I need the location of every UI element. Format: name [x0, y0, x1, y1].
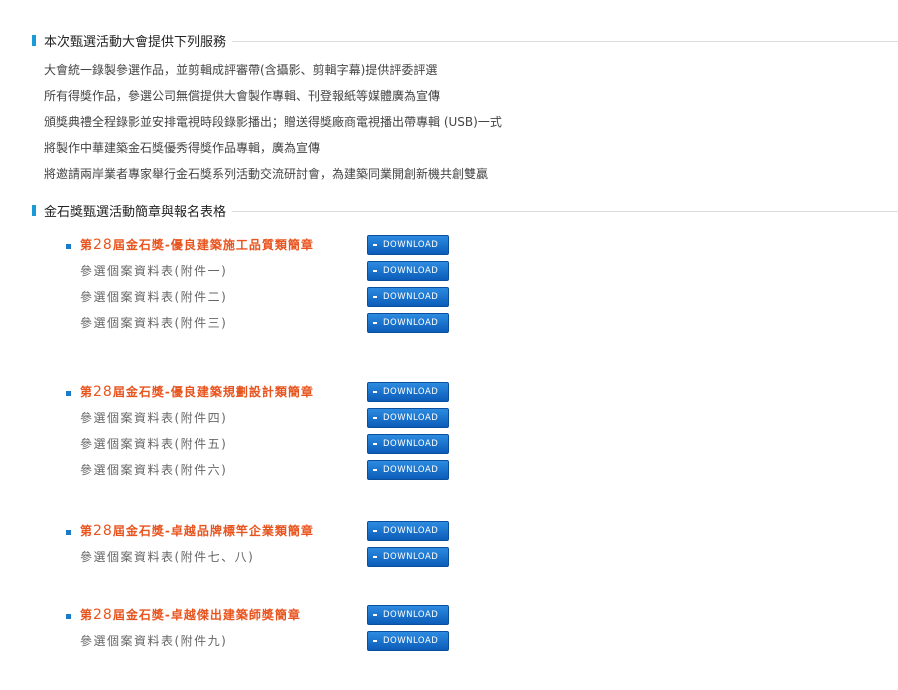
group-heading[interactable]: 第28屆金石獎-卓越品牌標竿企業類簡章	[80, 523, 314, 539]
group-heading-row: 第28屆金石獎-卓越品牌標竿企業類簡章 DOWNLOAD	[66, 521, 466, 547]
group-heading[interactable]: 第28屆金石獎-卓越傑出建築師獎簡章	[80, 607, 301, 623]
section-marker	[32, 204, 36, 216]
section-title: 本次甄選活動大會提供下列服務	[44, 34, 227, 50]
section-divider	[232, 211, 898, 212]
download-button[interactable]: DOWNLOAD	[367, 382, 449, 402]
download-group-construction-quality: 第28屆金石獎-優良建築施工品質類簡章 DOWNLOAD 參選個案資料表(附件一…	[66, 235, 466, 339]
service-list: 大會統一錄製參選作品，並剪輯成評審帶(含攝影、剪輯字幕)提供評委評選 所有得獎作…	[44, 57, 884, 187]
attachment-label[interactable]: 參選個案資料表(附件三)	[80, 316, 228, 330]
attachment-row: 參選個案資料表(附件九) DOWNLOAD	[66, 631, 466, 657]
attachment-label[interactable]: 參選個案資料表(附件九)	[80, 634, 228, 648]
section-divider	[232, 41, 898, 42]
attachment-label[interactable]: 參選個案資料表(附件五)	[80, 437, 228, 451]
download-button[interactable]: DOWNLOAD	[367, 261, 449, 281]
group-heading[interactable]: 第28屆金石獎-優良建築規劃設計類簡章	[80, 384, 314, 400]
dash-icon	[373, 443, 377, 445]
attachment-row: 參選個案資料表(附件七、八) DOWNLOAD	[66, 547, 466, 573]
square-bullet-icon	[66, 614, 71, 619]
attachment-label[interactable]: 參選個案資料表(附件七、八)	[80, 550, 255, 564]
attachment-row: 參選個案資料表(附件二) DOWNLOAD	[66, 287, 466, 313]
square-bullet-icon	[66, 530, 71, 535]
group-heading-row: 第28屆金石獎-卓越傑出建築師獎簡章 DOWNLOAD	[66, 605, 466, 631]
service-item: 大會統一錄製參選作品，並剪輯成評審帶(含攝影、剪輯字幕)提供評委評選	[44, 63, 438, 77]
download-button[interactable]: DOWNLOAD	[367, 235, 449, 255]
attachment-label[interactable]: 參選個案資料表(附件二)	[80, 290, 228, 304]
download-button[interactable]: DOWNLOAD	[367, 521, 449, 541]
attachment-row: 參選個案資料表(附件三) DOWNLOAD	[66, 313, 466, 339]
download-button[interactable]: DOWNLOAD	[367, 434, 449, 454]
dash-icon	[373, 270, 377, 272]
download-group-brand-enterprise: 第28屆金石獎-卓越品牌標竿企業類簡章 DOWNLOAD 參選個案資料表(附件七…	[66, 521, 466, 573]
dash-icon	[373, 417, 377, 419]
section-title: 金石獎甄選活動簡章與報名表格	[44, 204, 227, 220]
attachment-label[interactable]: 參選個案資料表(附件四)	[80, 411, 228, 425]
dash-icon	[373, 640, 377, 642]
attachment-label[interactable]: 參選個案資料表(附件一)	[80, 264, 228, 278]
download-button[interactable]: DOWNLOAD	[367, 631, 449, 651]
square-bullet-icon	[66, 391, 71, 396]
service-item: 所有得獎作品，參選公司無償提供大會製作專輯、刊登報紙等媒體廣為宣傳	[44, 89, 441, 103]
section-marker	[32, 34, 36, 46]
dash-icon	[373, 469, 377, 471]
dash-icon	[373, 556, 377, 558]
download-button[interactable]: DOWNLOAD	[367, 460, 449, 480]
download-group-architect: 第28屆金石獎-卓越傑出建築師獎簡章 DOWNLOAD 參選個案資料表(附件九)…	[66, 605, 466, 657]
dash-icon	[373, 244, 377, 246]
dash-icon	[373, 296, 377, 298]
attachment-row: 參選個案資料表(附件四) DOWNLOAD	[66, 408, 466, 434]
service-item: 頒獎典禮全程錄影並安排電視時段錄影播出；贈送得獎廠商電視播出帶專輯 (USB)一…	[44, 115, 502, 129]
download-button[interactable]: DOWNLOAD	[367, 287, 449, 307]
attachment-row: 參選個案資料表(附件六) DOWNLOAD	[66, 460, 466, 486]
download-group-planning-design: 第28屆金石獎-優良建築規劃設計類簡章 DOWNLOAD 參選個案資料表(附件四…	[66, 382, 466, 486]
download-button[interactable]: DOWNLOAD	[367, 313, 449, 333]
group-heading-row: 第28屆金石獎-優良建築施工品質類簡章 DOWNLOAD	[66, 235, 466, 261]
group-heading-row: 第28屆金石獎-優良建築規劃設計類簡章 DOWNLOAD	[66, 382, 466, 408]
download-button[interactable]: DOWNLOAD	[367, 408, 449, 428]
section-header-downloads: 金石獎甄選活動簡章與報名表格	[32, 200, 898, 220]
square-bullet-icon	[66, 244, 71, 249]
download-button[interactable]: DOWNLOAD	[367, 605, 449, 625]
service-item: 將製作中華建築金石獎優秀得獎作品專輯，廣為宣傳	[44, 141, 321, 155]
dash-icon	[373, 530, 377, 532]
section-header-services: 本次甄選活動大會提供下列服務	[32, 30, 898, 50]
attachment-row: 參選個案資料表(附件一) DOWNLOAD	[66, 261, 466, 287]
attachment-row: 參選個案資料表(附件五) DOWNLOAD	[66, 434, 466, 460]
download-button[interactable]: DOWNLOAD	[367, 547, 449, 567]
dash-icon	[373, 391, 377, 393]
service-item: 將邀請兩岸業者專家舉行金石獎系列活動交流研討會，為建築同業開創新機共創雙贏	[44, 167, 489, 181]
attachment-label[interactable]: 參選個案資料表(附件六)	[80, 463, 228, 477]
dash-icon	[373, 322, 377, 324]
group-heading[interactable]: 第28屆金石獎-優良建築施工品質類簡章	[80, 237, 314, 253]
dash-icon	[373, 614, 377, 616]
